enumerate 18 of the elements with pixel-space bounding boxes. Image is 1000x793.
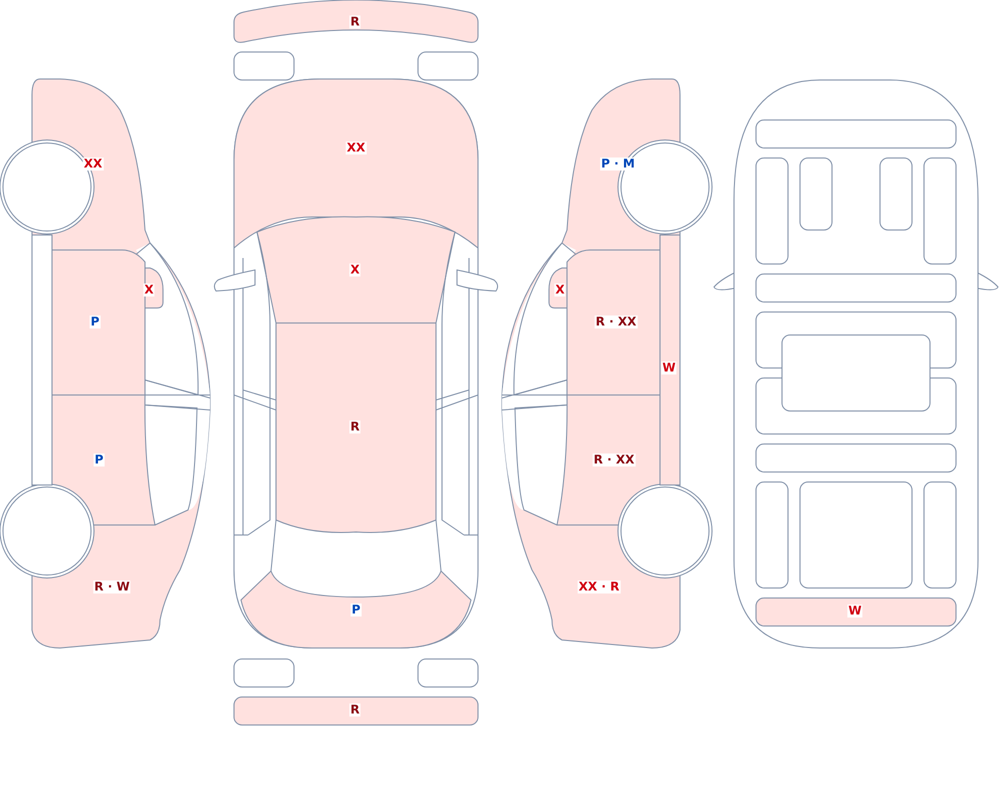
damage-code: X — [143, 284, 155, 296]
damage-code: R · XX — [594, 316, 638, 328]
damage-code: X — [554, 284, 566, 296]
damage-code: W — [661, 362, 677, 374]
damage-code: X — [349, 264, 361, 276]
damage-code: XX — [82, 158, 104, 170]
damage-code: W — [847, 604, 863, 618]
damage-code: R · XX — [592, 454, 636, 466]
damage-code: P — [90, 316, 100, 328]
damage-code: XX — [346, 142, 366, 154]
damage-code: R — [349, 16, 361, 28]
damage-code: P — [94, 454, 104, 466]
damage-code: R — [349, 420, 361, 434]
damage-code: P · M — [600, 158, 636, 170]
damage-code: R — [349, 704, 361, 716]
damage-code: XX · R — [578, 580, 620, 594]
damage-code: R · W — [93, 580, 131, 594]
damage-code: P — [350, 604, 362, 616]
